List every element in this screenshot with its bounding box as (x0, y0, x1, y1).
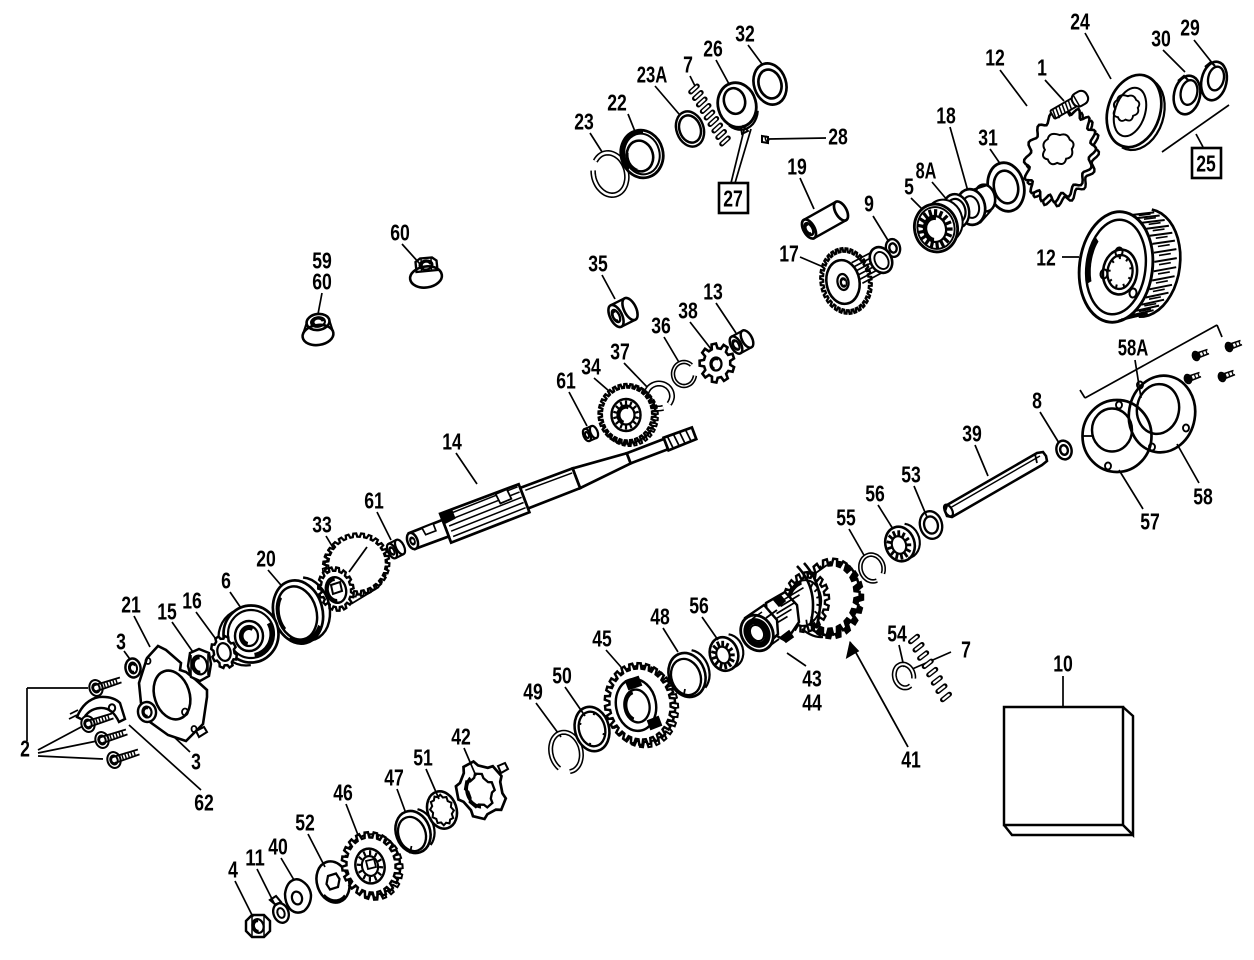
svg-text:47: 47 (384, 764, 404, 790)
svg-text:59: 59 (312, 247, 332, 273)
svg-text:7: 7 (961, 636, 971, 662)
svg-text:49: 49 (523, 678, 543, 704)
svg-text:52: 52 (295, 809, 315, 835)
svg-text:62: 62 (194, 789, 214, 815)
svg-text:48: 48 (650, 603, 670, 629)
svg-text:6: 6 (221, 567, 231, 593)
svg-text:43: 43 (802, 665, 822, 691)
svg-text:56: 56 (689, 592, 709, 618)
svg-text:13: 13 (703, 278, 723, 304)
svg-text:15: 15 (157, 598, 177, 624)
svg-text:19: 19 (787, 153, 807, 179)
svg-text:27: 27 (723, 185, 743, 211)
svg-text:29: 29 (1180, 14, 1200, 40)
svg-text:26: 26 (703, 35, 723, 61)
svg-text:25: 25 (1196, 150, 1216, 176)
svg-text:39: 39 (962, 420, 982, 446)
svg-text:30: 30 (1151, 25, 1171, 51)
svg-text:61: 61 (556, 367, 576, 393)
svg-text:36: 36 (651, 312, 671, 338)
svg-text:44: 44 (802, 689, 822, 715)
svg-text:31: 31 (978, 124, 998, 150)
svg-text:41: 41 (901, 746, 921, 772)
svg-text:42: 42 (451, 723, 471, 749)
svg-text:12: 12 (1036, 244, 1056, 270)
svg-text:22: 22 (607, 89, 627, 115)
svg-text:55: 55 (836, 504, 856, 530)
svg-text:37: 37 (610, 338, 630, 364)
svg-text:58A: 58A (1118, 334, 1149, 360)
svg-text:17: 17 (779, 240, 799, 266)
svg-text:3: 3 (191, 748, 201, 774)
svg-text:34: 34 (581, 353, 601, 379)
svg-text:50: 50 (552, 662, 572, 688)
svg-text:23A: 23A (637, 61, 668, 87)
svg-text:5: 5 (904, 173, 914, 199)
svg-text:16: 16 (182, 587, 202, 613)
svg-text:10: 10 (1053, 650, 1073, 676)
svg-text:24: 24 (1070, 8, 1090, 34)
svg-text:54: 54 (887, 620, 907, 646)
svg-text:9: 9 (864, 190, 874, 216)
svg-text:8: 8 (1032, 387, 1042, 413)
svg-text:7: 7 (683, 51, 693, 77)
svg-text:38: 38 (678, 297, 698, 323)
svg-text:2: 2 (20, 735, 30, 761)
svg-text:46: 46 (333, 779, 353, 805)
svg-text:33: 33 (312, 511, 332, 537)
svg-text:60: 60 (390, 219, 410, 245)
svg-text:35: 35 (588, 250, 608, 276)
svg-text:58: 58 (1193, 483, 1213, 509)
svg-text:28: 28 (828, 123, 848, 149)
svg-text:12: 12 (985, 44, 1005, 70)
svg-text:23: 23 (574, 108, 594, 134)
svg-text:45: 45 (592, 625, 612, 651)
svg-text:32: 32 (735, 20, 755, 46)
svg-text:18: 18 (936, 102, 956, 128)
svg-text:20: 20 (256, 545, 276, 571)
svg-text:60: 60 (312, 268, 332, 294)
svg-text:8A: 8A (916, 157, 937, 183)
svg-text:61: 61 (364, 487, 384, 513)
svg-text:57: 57 (1140, 508, 1160, 534)
svg-text:51: 51 (413, 744, 433, 770)
svg-text:14: 14 (442, 428, 462, 454)
svg-text:4: 4 (228, 856, 238, 882)
svg-text:3: 3 (116, 628, 126, 654)
svg-text:40: 40 (268, 833, 288, 859)
svg-text:11: 11 (245, 844, 265, 870)
svg-text:21: 21 (121, 591, 141, 617)
svg-text:53: 53 (901, 461, 921, 487)
svg-text:1: 1 (1037, 54, 1047, 80)
svg-text:56: 56 (865, 480, 885, 506)
